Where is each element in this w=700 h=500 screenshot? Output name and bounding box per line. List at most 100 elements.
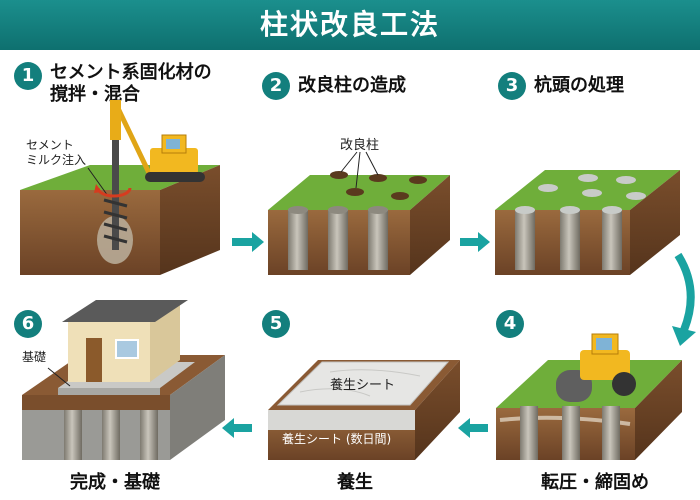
auger-rod (112, 100, 119, 250)
improved-column (64, 410, 82, 460)
improved-soil-front (22, 395, 170, 460)
cement-milk-label-line2: ミルク注入 (26, 153, 87, 167)
step-4-number: 4 (496, 310, 524, 338)
step-5-caption: 養生 (337, 472, 373, 493)
header-bar: 柱状改良工法 (0, 0, 700, 50)
step-6-heading: 6 (14, 310, 42, 338)
step-4-heading: 4 (496, 310, 524, 338)
hole (369, 174, 387, 182)
cement-milk-label-line1: セメント (26, 138, 74, 152)
improved-column (562, 406, 580, 460)
step-6-illustration (22, 300, 225, 460)
improved-column (515, 210, 535, 270)
roller-wheel (612, 372, 636, 396)
cab-window (166, 139, 180, 149)
machine-track (145, 172, 205, 182)
pile-head (578, 174, 598, 182)
house-window (115, 339, 139, 359)
soil-side (160, 165, 220, 275)
step-2-illustration (268, 151, 450, 275)
hole (391, 192, 409, 200)
step-2-number: 2 (262, 72, 290, 100)
step-2-heading: 2 改良柱の造成 (262, 72, 406, 100)
soil-band (22, 395, 170, 410)
house-door (86, 338, 102, 382)
improved-column (288, 210, 308, 270)
step-1-heading: 1 セメント系固化材の 撹拌・混合 (14, 62, 212, 106)
soil-side (630, 170, 680, 275)
step-1-title-line1: セメント系固化材の (50, 62, 212, 83)
improved-column (140, 410, 158, 460)
pile-head (538, 184, 558, 192)
step-5-number: 5 (262, 310, 290, 338)
step-1-number: 1 (14, 62, 42, 90)
label-pointer (340, 151, 379, 189)
step-5-heading: 5 (262, 310, 290, 338)
column-top (288, 206, 308, 214)
cement-milk-label: セメント ミルク注入 (26, 138, 86, 168)
pile-head (616, 176, 636, 184)
foundation-edge (58, 388, 160, 395)
house-roof (62, 300, 188, 322)
label-pointer (47, 367, 71, 387)
flow-arrow-icon (232, 232, 264, 252)
improved-column (602, 210, 622, 270)
soil-side (415, 360, 460, 460)
step-3-illustration (495, 170, 680, 275)
curing-sheet-label: 養生シート (330, 378, 396, 393)
curing-sheet-days-label: 養生シート (数日間) (282, 432, 392, 446)
step-4-illustration (496, 333, 682, 460)
auger-motor (110, 100, 121, 140)
column-top (328, 206, 348, 214)
roller-body (580, 350, 630, 380)
column-top (560, 206, 580, 214)
step-2-title: 改良柱の造成 (298, 75, 406, 96)
improved-column (560, 210, 580, 270)
step-6-number: 6 (14, 310, 42, 338)
improved-column (602, 406, 620, 460)
step-5-illustration (268, 360, 460, 460)
flow-arrow-icon (222, 418, 252, 438)
improved-column (520, 406, 538, 460)
step-3-title: 杭頭の処理 (534, 75, 624, 96)
improved-soil-side (170, 355, 225, 460)
step-6-caption: 完成・基礎 (70, 472, 160, 493)
improved-column (368, 210, 388, 270)
machine-body (150, 148, 198, 174)
foundation-label: 基礎 (22, 350, 47, 364)
hole (330, 171, 348, 179)
house-side (150, 305, 180, 382)
curing-sheet (276, 361, 450, 406)
page-title: 柱状改良工法 (259, 8, 440, 41)
soil-side (410, 175, 450, 275)
hole (346, 188, 364, 196)
label-pointer (87, 167, 109, 197)
auger-blades (103, 198, 128, 244)
improved-column (328, 210, 348, 270)
flow-arrow-icon (674, 252, 695, 332)
column-top (368, 206, 388, 214)
hole (409, 176, 427, 184)
pile-head (582, 189, 602, 197)
flow-arrow-icon (460, 232, 490, 252)
flow-arrow-head (672, 326, 696, 346)
flow-arrow-icon (458, 418, 488, 438)
step-1-title: セメント系固化材の 撹拌・混合 (50, 62, 212, 106)
soil-side (635, 360, 682, 460)
step-4-caption: 転圧・締固め (541, 472, 649, 493)
flow-arrows (222, 232, 696, 438)
soil-front (20, 190, 160, 275)
improved-column-label: 改良柱 (340, 138, 380, 153)
pile-head (626, 192, 646, 200)
cab-window (596, 338, 612, 350)
step-1-illustration (20, 100, 220, 275)
sheet-front (268, 410, 415, 430)
sheet-wrinkles (299, 369, 421, 397)
step-3-heading: 3 杭頭の処理 (498, 72, 624, 100)
column-top (515, 206, 535, 214)
step-1-title-line2: 撹拌・混合 (50, 84, 140, 105)
step-3-number: 3 (498, 72, 526, 100)
improved-column (102, 410, 120, 460)
rotation-arrow-head (94, 184, 102, 193)
